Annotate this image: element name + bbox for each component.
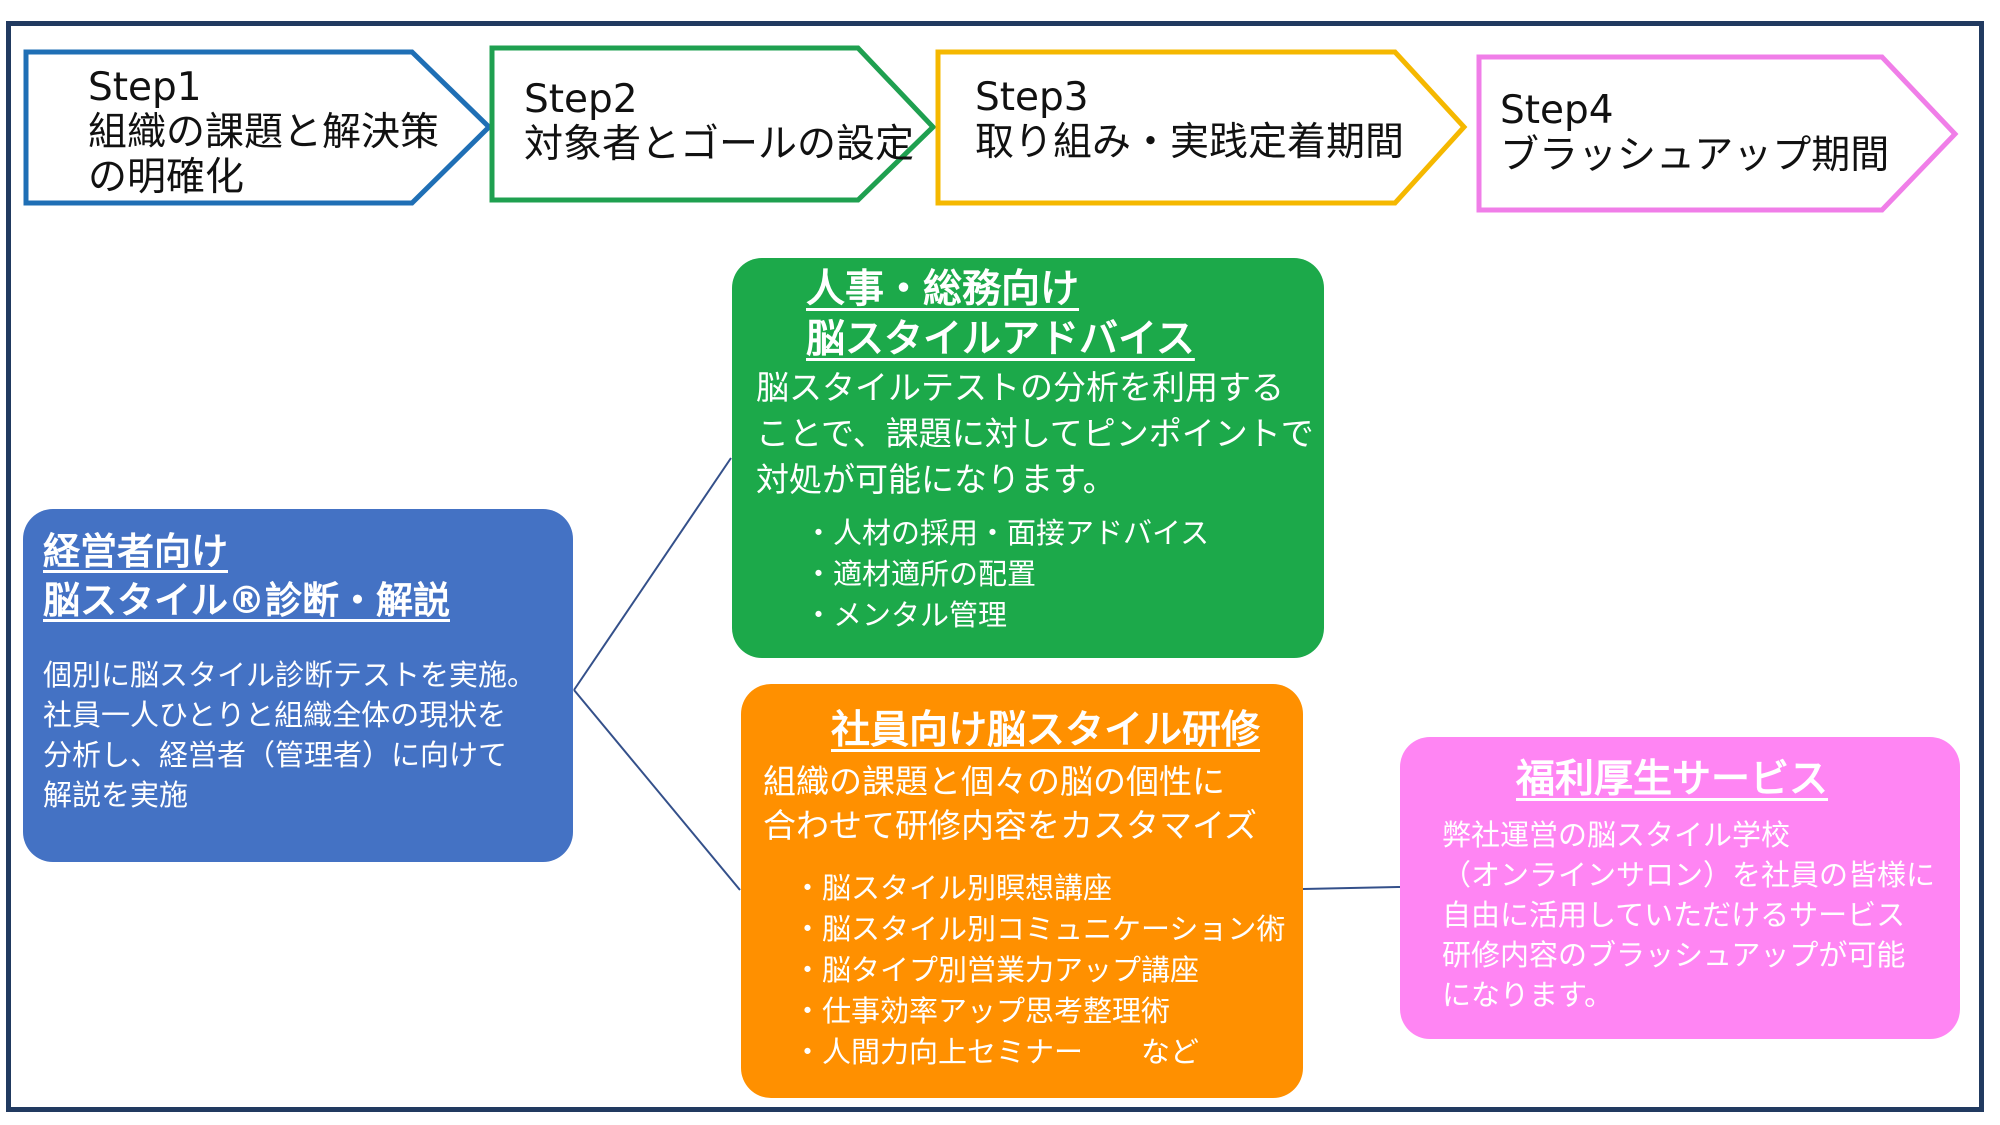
executive-box: 経営者向け 脳スタイル®診断・解説 個別に脳スタイル診断テストを実施。 社員一人… (23, 509, 573, 862)
step4-line1: ブラッシュアップ期間 (1500, 133, 1890, 178)
employee-box: 社員向け脳スタイル研修 組織の課題と個々の脳の個性に 合わせて研修内容をカスタマ… (741, 684, 1303, 1098)
employee-body-line1: 組織の課題と個々の脳の個性に (763, 762, 1225, 801)
step1-arrow (23, 49, 493, 206)
hr-bullet-1: ・人材の採用・面接アドバイス (804, 516, 1210, 550)
welfare-body-line3: 自由に活用していただけるサービス (1442, 898, 1906, 932)
hr-body-line1: 脳スタイルテストの分析を利用する (756, 368, 1284, 407)
welfare-title: 福利厚生サービス (1516, 757, 1829, 802)
hr-bullet-3: ・メンタル管理 (804, 598, 1008, 632)
executive-title-line1: 経営者向け (43, 530, 228, 573)
step1-line2: の明確化 (88, 155, 245, 200)
step2-line1: 対象者とゴールの設定 (524, 122, 915, 167)
step1-line1: 組織の課題と解決策 (88, 110, 440, 155)
step1-label: Step1 (88, 65, 202, 110)
welfare-body-line1: 弊社運営の脳スタイル学校 (1442, 818, 1791, 852)
hr-title-line1: 人事・総務向け (806, 267, 1080, 312)
step4-text: Step4 ブラッシュアップ期間 (1500, 88, 1889, 178)
executive-body-line1: 個別に脳スタイル診断テストを実施。 (43, 658, 537, 692)
step4-label: Step4 (1500, 88, 1614, 133)
step3-label: Step3 (975, 75, 1089, 120)
employee-bullet-4: ・仕事効率アップ思考整理術 (793, 994, 1171, 1028)
connector-exec-employee (573, 689, 741, 891)
step4-arrow (1476, 54, 1959, 213)
employee-body-line2: 合わせて研修内容をカスタマイズ (763, 806, 1258, 845)
employee-bullet-2: ・脳スタイル別コミュニケーション術 (793, 912, 1286, 946)
step2-label: Step2 (524, 77, 638, 122)
executive-body-line2: 社員一人ひとりと組織全体の現状を (43, 698, 507, 732)
hr-box: 人事・総務向け 脳スタイルアドバイス 脳スタイルテストの分析を利用する ことで、… (732, 258, 1324, 658)
step2-arrow (489, 45, 937, 203)
hr-body-line3: 対処が可能になります。 (756, 460, 1116, 499)
hr-title-line2: 脳スタイルアドバイス (806, 317, 1195, 362)
employee-title: 社員向け脳スタイル研修 (831, 708, 1261, 753)
step3-arrow (935, 49, 1468, 206)
welfare-body-line2: （オンラインサロン）を社員の皆様に (1442, 858, 1936, 892)
welfare-body-line4: 研修内容のブラッシュアップが可能 (1442, 938, 1906, 972)
step2-text: Step2 対象者とゴールの設定 (524, 77, 914, 167)
step1-text: Step1 組織の課題と解決策 の明確化 (88, 65, 439, 200)
executive-title-line2: 脳スタイル®診断・解説 (43, 579, 450, 622)
hr-bullet-2: ・適材適所の配置 (804, 557, 1037, 591)
executive-body-line3: 分析し、経営者（管理者）に向けて (43, 738, 508, 772)
employee-bullet-1: ・脳スタイル別瞑想講座 (793, 871, 1113, 905)
hr-body-line2: ことで、課題に対してピンポイントで (756, 414, 1314, 453)
connector-exec-hr (573, 457, 732, 691)
executive-body-line4: 解説を実施 (43, 778, 189, 812)
connector-employee-welfare (1302, 886, 1401, 890)
employee-bullet-3: ・脳タイプ別営業力アップ講座 (793, 953, 1200, 987)
step3-text: Step3 取り組み・実践定着期間 (975, 75, 1404, 165)
diagram-frame (6, 21, 1984, 1112)
employee-bullet-5: ・人間力向上セミナー など (793, 1035, 1200, 1069)
step3-line1: 取り組み・実践定着期間 (975, 120, 1405, 165)
welfare-box: 福利厚生サービス 弊社運営の脳スタイル学校 （オンラインサロン）を社員の皆様に … (1400, 737, 1960, 1039)
welfare-body-line5: になります。 (1442, 978, 1614, 1012)
